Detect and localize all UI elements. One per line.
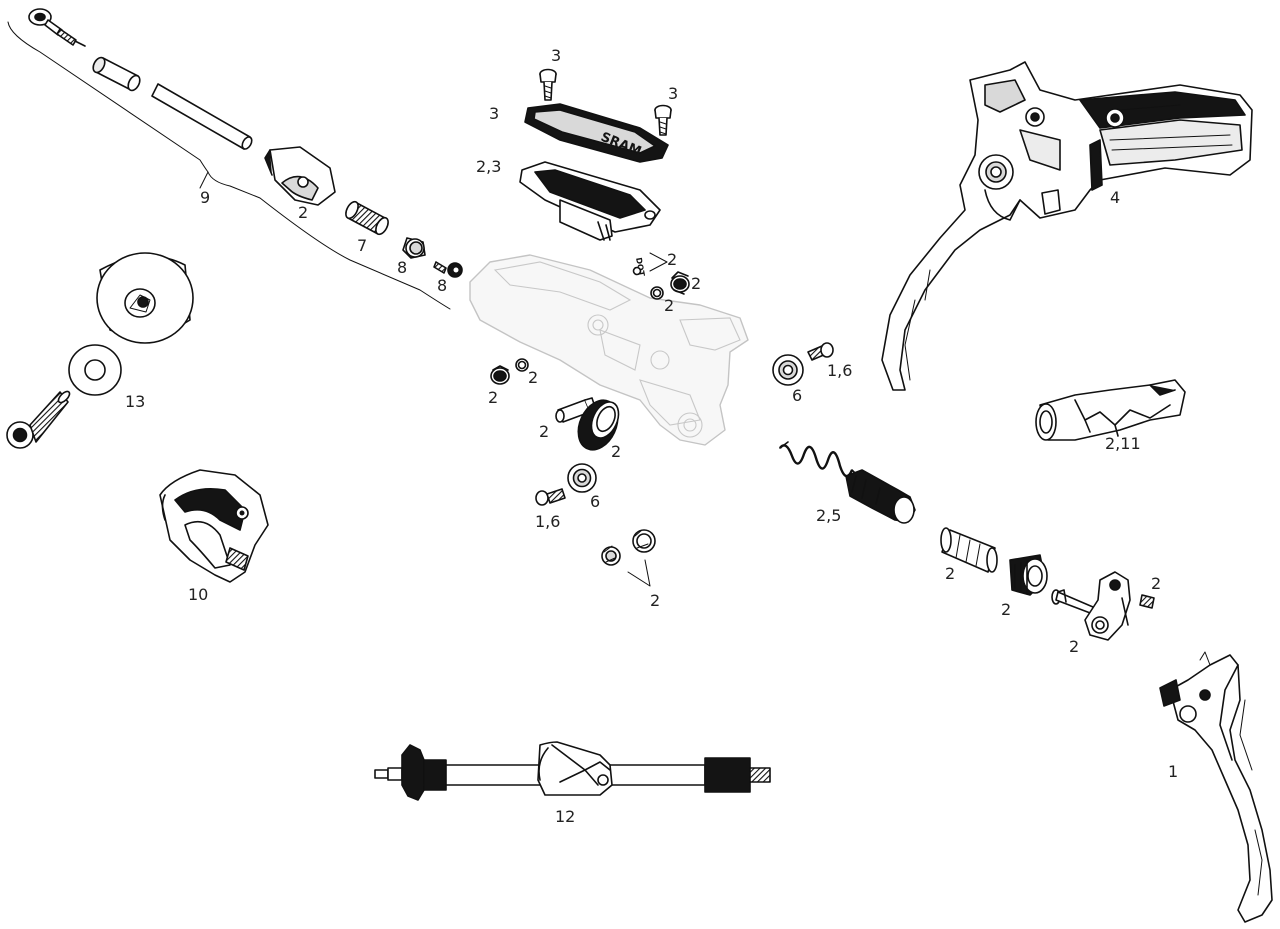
leader-lines bbox=[627, 252, 668, 587]
label-8: 8 bbox=[397, 258, 407, 277]
bleed-port-screw-right bbox=[670, 271, 690, 295]
brake-lever-assembly bbox=[881, 61, 1253, 391]
label-6: 6 bbox=[792, 386, 802, 405]
handlebar-clamp bbox=[159, 469, 269, 583]
label-2: 2 bbox=[1151, 574, 1161, 593]
pivot-bolt-right bbox=[807, 342, 834, 361]
label-9: 9 bbox=[200, 188, 210, 207]
hose-screw bbox=[433, 261, 463, 278]
label-8: 8 bbox=[437, 276, 447, 295]
label-2: 2 bbox=[667, 250, 677, 269]
label-7: 7 bbox=[357, 236, 367, 255]
label-2: 2 bbox=[1001, 600, 1011, 619]
bleed-tool bbox=[374, 741, 771, 801]
label-2: 2 bbox=[298, 203, 308, 222]
master-cylinder-body bbox=[469, 254, 749, 446]
adjuster-ring bbox=[577, 399, 620, 451]
cover-screw-left bbox=[539, 68, 557, 101]
set-screw bbox=[1139, 594, 1155, 609]
pushrod-clevis bbox=[1084, 571, 1131, 641]
pushrod-sleeve bbox=[940, 527, 998, 573]
bushing-pair bbox=[601, 529, 656, 566]
label-4: 4 bbox=[1110, 188, 1120, 207]
hose-banjo-fitting bbox=[28, 8, 86, 47]
olive-insert bbox=[345, 200, 389, 236]
label-3: 3 bbox=[489, 104, 499, 123]
label-2-5: 2,5 bbox=[816, 506, 841, 525]
return-spring bbox=[779, 441, 859, 478]
bleed-port-o-ring-left bbox=[515, 358, 529, 372]
label-2: 2 bbox=[488, 388, 498, 407]
label-2: 2 bbox=[664, 296, 674, 315]
pivot-bolt-left bbox=[535, 488, 566, 506]
label-2-11: 2,11 bbox=[1105, 434, 1141, 453]
label-3: 3 bbox=[551, 46, 561, 65]
label-2: 2 bbox=[650, 591, 660, 610]
label-1-6: 1,6 bbox=[827, 361, 852, 380]
piston bbox=[845, 469, 916, 524]
lever-body-insert bbox=[1035, 379, 1186, 441]
reservoir-diaphragm bbox=[519, 161, 661, 241]
pivot-bearing-left bbox=[567, 463, 597, 493]
label-6: 6 bbox=[590, 492, 600, 511]
bleed-port-screw-left bbox=[490, 365, 510, 385]
label-2: 2 bbox=[691, 274, 701, 293]
label-2: 2 bbox=[945, 564, 955, 583]
pivot-bearing-right bbox=[772, 354, 804, 386]
hose-tube bbox=[151, 83, 253, 150]
clamp-washer bbox=[68, 344, 122, 396]
label-12: 12 bbox=[555, 807, 575, 826]
label-10: 10 bbox=[188, 585, 208, 604]
hose-kit-bracket bbox=[7, 21, 451, 310]
compression-nut bbox=[402, 237, 426, 259]
label-2: 2 bbox=[528, 368, 538, 387]
hose-sleeve bbox=[92, 56, 141, 92]
cover-screw-right bbox=[654, 104, 672, 136]
label-13: 13 bbox=[125, 392, 145, 411]
label-2-3: 2,3 bbox=[476, 157, 501, 176]
clamp-spacer bbox=[96, 252, 194, 344]
clamp-bolt bbox=[6, 390, 71, 449]
lever-blade bbox=[1159, 651, 1273, 923]
label-2: 2 bbox=[611, 442, 621, 461]
hose-barb-housing bbox=[264, 146, 336, 206]
label-1-6: 1,6 bbox=[535, 512, 560, 531]
label-2: 2 bbox=[1069, 637, 1079, 656]
label-3: 3 bbox=[668, 84, 678, 103]
reservoir-cover: SRAM bbox=[524, 103, 669, 163]
callout-labels: 9 2 7 8 8 3 3 3 2,3 2 2 2 4 13 2 2 1,6 6… bbox=[125, 46, 1178, 826]
small-o-ring bbox=[632, 266, 642, 276]
bleed-port-o-ring-right bbox=[650, 286, 664, 300]
label-2: 2 bbox=[539, 422, 549, 441]
pushrod-nut bbox=[1009, 554, 1048, 596]
label-1: 1 bbox=[1168, 762, 1178, 781]
